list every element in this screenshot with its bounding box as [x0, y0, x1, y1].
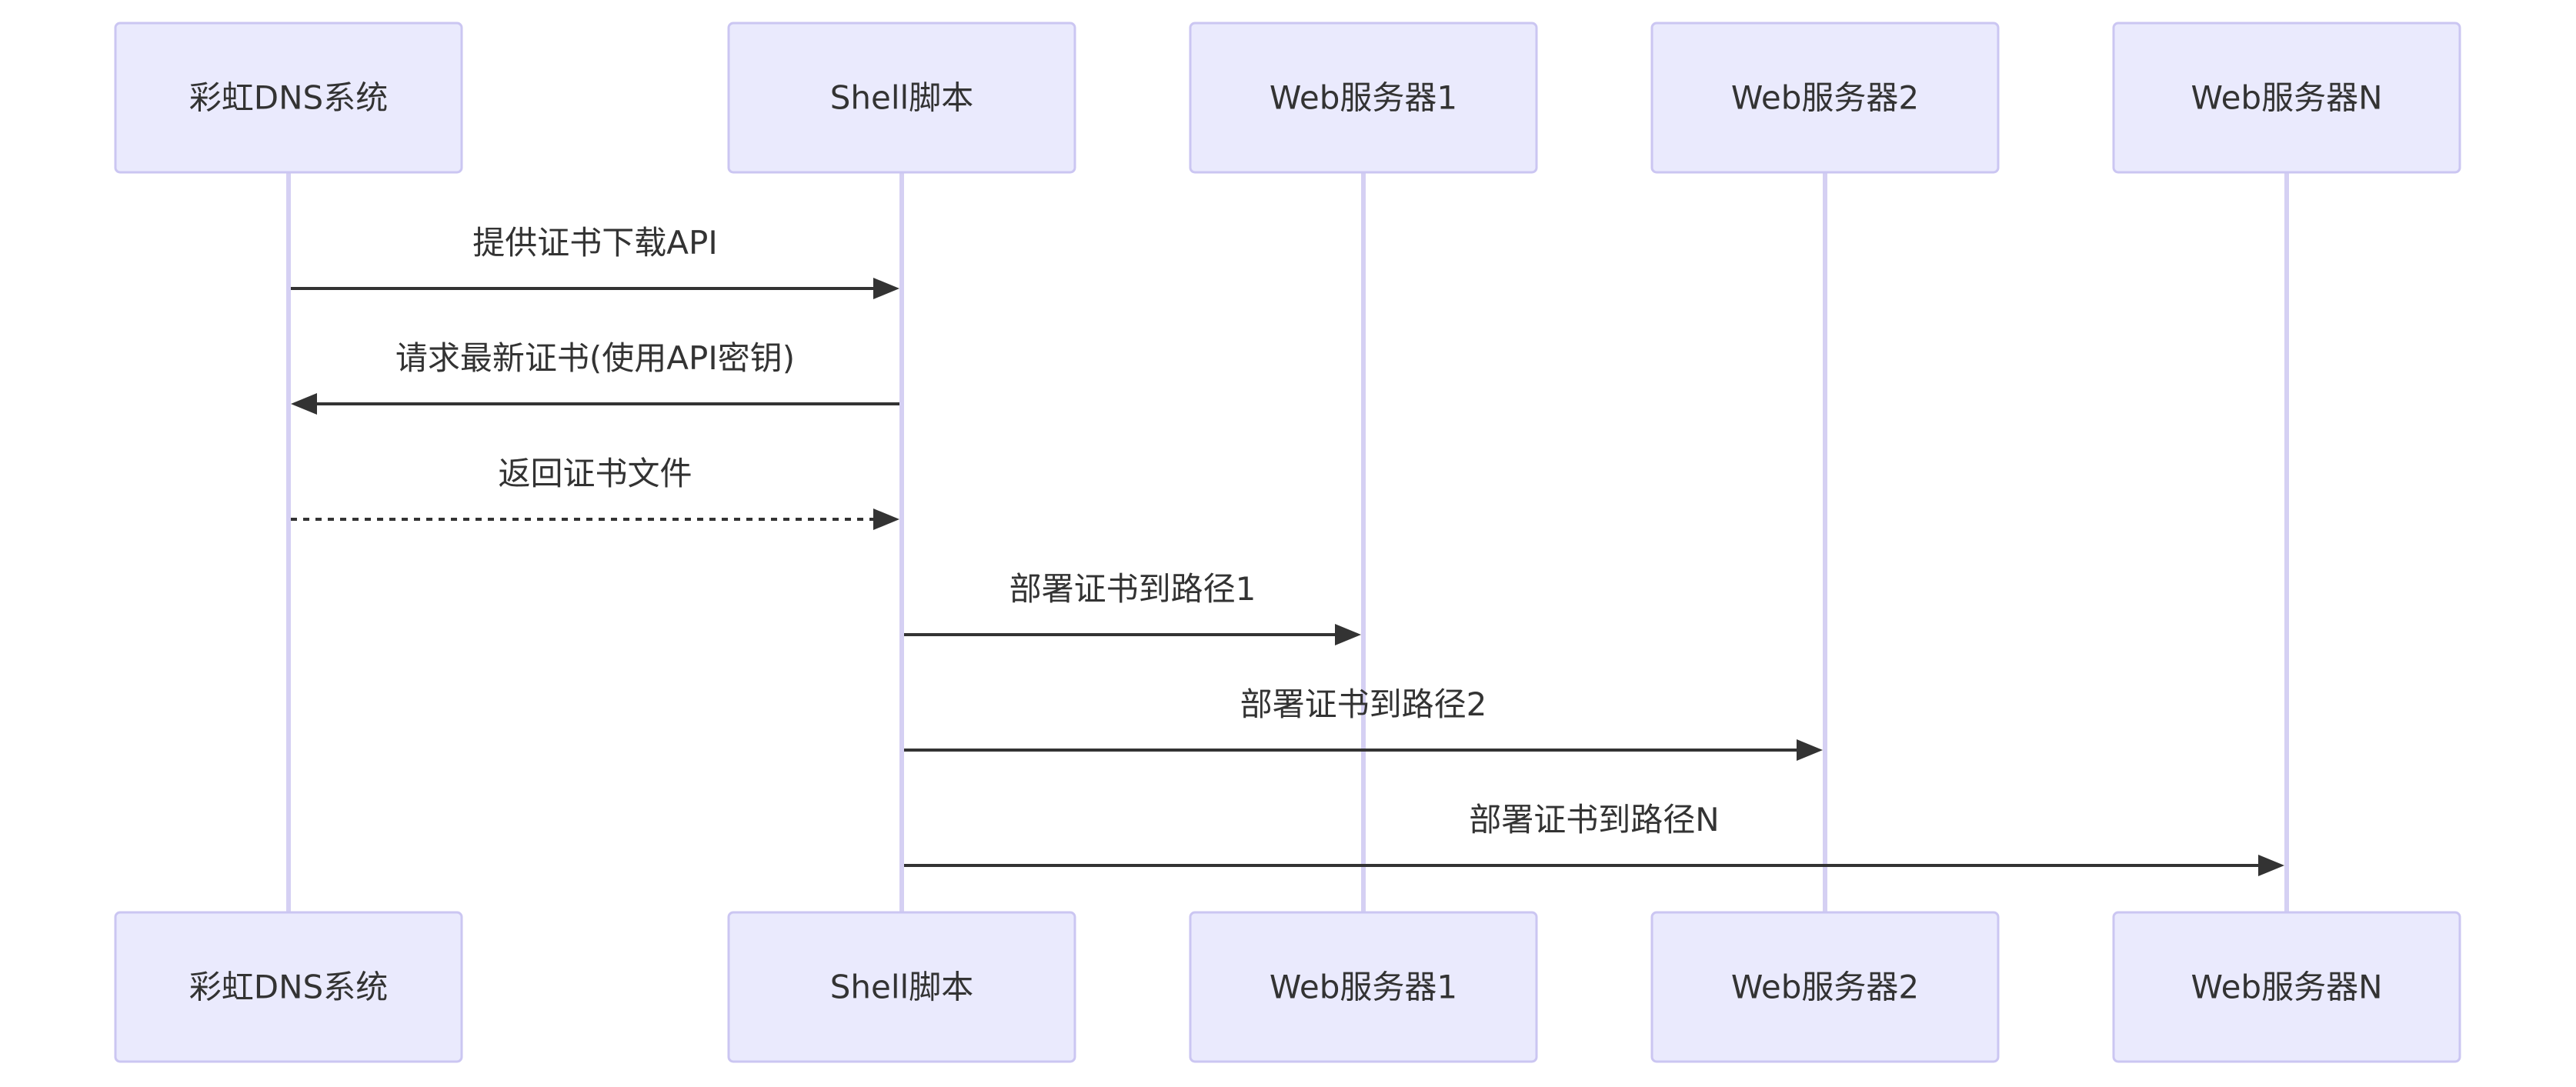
- arrowhead: [291, 393, 317, 415]
- message-2[interactable]: 请求最新证书(使用API密钥): [291, 339, 899, 415]
- actor-shell-top[interactable]: Shell脚本: [727, 22, 1076, 174]
- actor-box: [727, 911, 1076, 1063]
- actor-box: [2112, 911, 2461, 1063]
- message-3[interactable]: 返回证书文件: [291, 455, 899, 530]
- actor-label: Web服务器1: [1270, 969, 1457, 1006]
- actor-box: [1650, 911, 2000, 1063]
- message-label: 部署证书到路径2: [1240, 685, 1487, 723]
- arrowhead: [2258, 855, 2284, 876]
- message-4[interactable]: 部署证书到路径1: [904, 570, 1361, 645]
- actors-top: 彩虹DNS系统 Shell脚本 Web服务器1 Web服务器2 Web服务器N: [114, 22, 2461, 174]
- actor-shell-bottom[interactable]: Shell脚本: [727, 911, 1076, 1063]
- actor-box: [1189, 22, 1538, 174]
- actor-box: [1650, 22, 2000, 174]
- actor-web2-top[interactable]: Web服务器2: [1650, 22, 2000, 174]
- arrowhead: [873, 278, 899, 299]
- actor-webn-bottom[interactable]: Web服务器N: [2112, 911, 2461, 1063]
- actor-web1-bottom[interactable]: Web服务器1: [1189, 911, 1538, 1063]
- actor-box: [114, 911, 463, 1063]
- actor-label: 彩虹DNS系统: [189, 969, 388, 1006]
- actor-box: [727, 22, 1076, 174]
- actor-label: Shell脚本: [830, 969, 973, 1006]
- actor-webn-top[interactable]: Web服务器N: [2112, 22, 2461, 174]
- actor-label: Web服务器N: [2191, 969, 2383, 1006]
- arrowhead: [1797, 739, 1823, 761]
- actor-box: [1189, 911, 1538, 1063]
- arrowhead: [873, 508, 899, 530]
- actor-web1-top[interactable]: Web服务器1: [1189, 22, 1538, 174]
- arrowhead: [1335, 624, 1361, 645]
- actor-box: [2112, 22, 2461, 174]
- actor-web2-bottom[interactable]: Web服务器2: [1650, 911, 2000, 1063]
- actor-label: Web服务器1: [1270, 79, 1457, 117]
- message-label: 返回证书文件: [498, 455, 692, 492]
- actor-label: 彩虹DNS系统: [189, 79, 388, 117]
- message-label: 部署证书到路径N: [1469, 801, 1719, 839]
- actor-box: [114, 22, 463, 174]
- lifelines: [286, 172, 2289, 912]
- message-6[interactable]: 部署证书到路径N: [904, 801, 2284, 876]
- message-5[interactable]: 部署证书到路径2: [904, 685, 1823, 761]
- actor-rainbow-top[interactable]: 彩虹DNS系统: [114, 22, 463, 174]
- actor-label: Web服务器2: [1731, 79, 1919, 117]
- message-label: 部署证书到路径1: [1009, 570, 1256, 608]
- message-label: 提供证书下载API: [472, 224, 717, 262]
- actor-rainbow-bottom[interactable]: 彩虹DNS系统: [114, 911, 463, 1063]
- actor-label: Shell脚本: [830, 79, 973, 117]
- message-1[interactable]: 提供证书下载API: [291, 224, 899, 299]
- actors-bottom: 彩虹DNS系统 Shell脚本 Web服务器1 Web服务器2 Web服务器N: [114, 911, 2461, 1063]
- actor-label: Web服务器2: [1731, 969, 1919, 1006]
- message-label: 请求最新证书(使用API密钥): [395, 339, 795, 377]
- actor-label: Web服务器N: [2191, 79, 2383, 117]
